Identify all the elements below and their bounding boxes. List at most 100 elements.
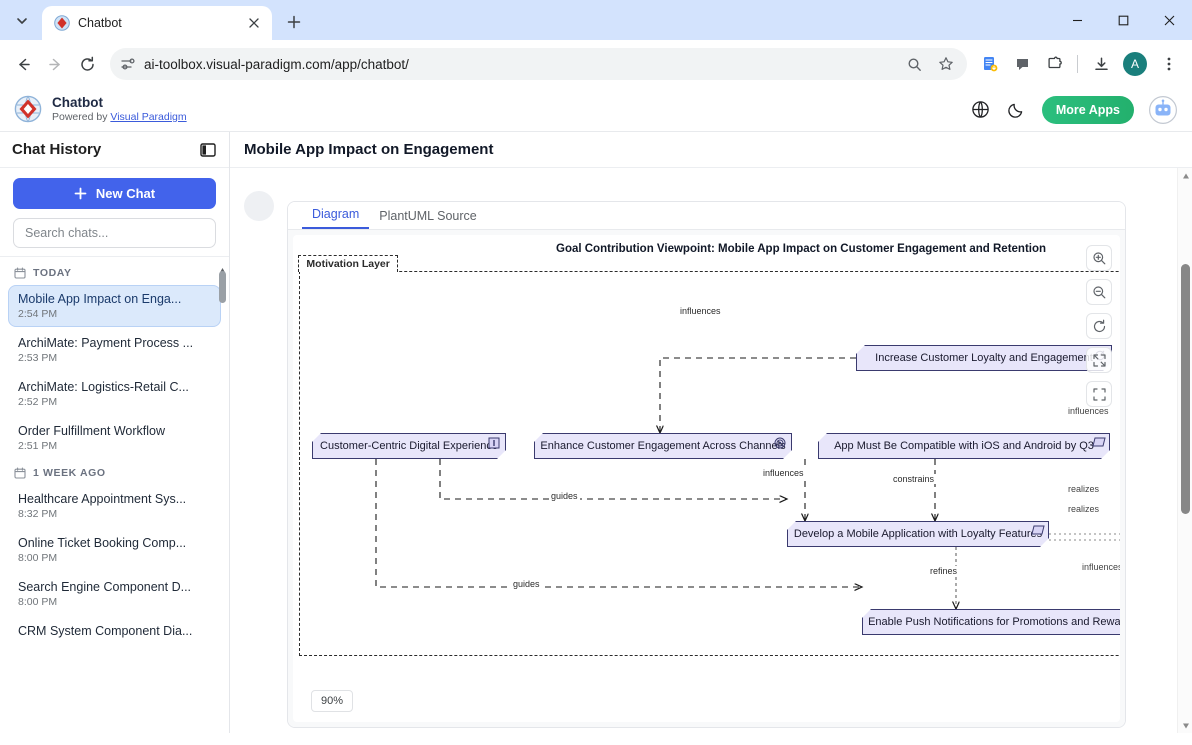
sidebar: Chat History New Chat TODAY xyxy=(0,132,230,733)
diagram-node-requirement-develop[interactable]: Develop a Mobile Application with Loyalt… xyxy=(787,521,1049,547)
chat-history-item[interactable]: ArchiMate: Logistics-Retail C... 2:52 PM xyxy=(8,373,221,415)
chat-item-title: CRM System Component Dia... xyxy=(18,624,193,638)
tab-plantuml-source[interactable]: PlantUML Source xyxy=(379,209,477,223)
comment-icon[interactable] xyxy=(1007,49,1037,79)
conversation-scrollbar[interactable] xyxy=(1177,168,1192,733)
principle-icon xyxy=(488,437,500,449)
message-composer xyxy=(0,733,1192,745)
tab-strip: Chatbot xyxy=(0,0,1192,40)
window-controls xyxy=(1054,0,1192,40)
conversation-area: Diagram PlantUML Source Goal Contributio… xyxy=(230,168,1192,733)
more-apps-button[interactable]: More Apps xyxy=(1041,95,1134,124)
download-icon[interactable] xyxy=(1086,49,1116,79)
reading-mode-icon[interactable] xyxy=(975,49,1005,79)
chat-group-header-today: TODAY xyxy=(0,261,229,283)
node-label: Enhance Customer Engagement Across Chann… xyxy=(540,440,786,452)
zoom-level-badge[interactable]: 90% xyxy=(311,690,354,712)
edge-label-influences-1: influences xyxy=(678,306,723,316)
window-maximize-button[interactable] xyxy=(1100,0,1146,40)
chat-history-item[interactable]: Online Ticket Booking Comp... 8:00 PM xyxy=(8,529,221,571)
chat-history-item[interactable]: Order Fulfillment Workflow 2:51 PM xyxy=(8,417,221,459)
app-brand[interactable]: Chatbot Powered by Visual Paradigm xyxy=(14,95,187,124)
app-subtitle: Powered by Visual Paradigm xyxy=(52,111,187,124)
diagram-node-outcome[interactable]: Increase Customer Loyalty and Engagement xyxy=(856,345,1112,371)
powered-by-text: Powered by xyxy=(52,110,111,123)
node-label: Increase Customer Loyalty and Engagement xyxy=(875,352,1093,364)
tab-close-icon[interactable] xyxy=(244,13,264,33)
window-minimize-button[interactable] xyxy=(1054,0,1100,40)
diagram-node-requirement-compat[interactable]: App Must Be Compatible with iOS and Andr… xyxy=(818,433,1110,459)
node-label: App Must Be Compatible with iOS and Andr… xyxy=(834,440,1094,452)
diagram-viewport[interactable]: Goal Contribution Viewpoint: Mobile App … xyxy=(288,230,1125,727)
motivation-layer-group: Motivation Layer xyxy=(298,255,1120,656)
sidebar-title: Chat History xyxy=(12,141,102,158)
chatbot-avatar-icon[interactable] xyxy=(1148,95,1178,125)
node-label: Develop a Mobile Application with Loyalt… xyxy=(793,528,1043,540)
chat-history-item[interactable]: CRM System Component Dia... xyxy=(8,617,221,645)
visual-paradigm-link[interactable]: Visual Paradigm xyxy=(110,110,187,123)
chat-item-time: 2:53 PM xyxy=(18,352,58,364)
chat-history-item[interactable]: Search Engine Component D... 8:00 PM xyxy=(8,573,221,615)
scroll-up-arrow-icon[interactable] xyxy=(1178,168,1192,183)
chat-history-list[interactable]: TODAY Mobile App Impact on Enga... 2:54 … xyxy=(0,257,229,733)
app-body: Chat History New Chat TODAY xyxy=(0,132,1192,733)
back-arrow-icon[interactable] xyxy=(8,49,38,79)
sidebar-actions: New Chat xyxy=(0,168,229,257)
globe-icon[interactable] xyxy=(970,99,992,121)
sidebar-scrollbar[interactable] xyxy=(219,261,226,459)
edge-label-influences-3: influences xyxy=(1082,562,1120,572)
address-bar[interactable]: ai-toolbox.visual-paradigm.com/app/chatb… xyxy=(110,48,967,80)
tab-search-icon[interactable] xyxy=(8,7,36,35)
chat-history-item[interactable]: Mobile App Impact on Enga... 2:54 PM xyxy=(8,285,221,327)
fit-to-screen-icon[interactable] xyxy=(1086,381,1112,407)
app-title: Chatbot xyxy=(52,95,103,111)
diagram-node-requirement-push[interactable]: Enable Push Notifications for Promotions… xyxy=(862,609,1120,635)
chat-item-title: Mobile App Impact on Enga... xyxy=(18,292,182,306)
chat-item-time: 8:32 PM xyxy=(18,508,58,520)
diagram-canvas[interactable]: Goal Contribution Viewpoint: Mobile App … xyxy=(293,235,1120,722)
new-tab-button[interactable] xyxy=(280,8,308,36)
browser-chrome: Chatbot xyxy=(0,0,1192,88)
zoom-in-icon[interactable] xyxy=(1086,245,1112,271)
search-icon[interactable] xyxy=(899,49,929,79)
plus-icon xyxy=(74,187,87,200)
edge-label-guides-1: guides xyxy=(549,491,580,501)
artifact-tab-bar: Diagram PlantUML Source xyxy=(288,202,1125,230)
extensions-puzzle-icon[interactable] xyxy=(1039,49,1069,79)
chat-history-item[interactable]: ArchiMate: Payment Process ... 2:53 PM xyxy=(8,329,221,371)
tab-diagram[interactable]: Diagram xyxy=(302,207,370,229)
profile-avatar[interactable]: A xyxy=(1123,52,1147,76)
diagram-title: Goal Contribution Viewpoint: Mobile App … xyxy=(556,243,1047,255)
reload-icon[interactable] xyxy=(72,49,102,79)
reset-zoom-icon[interactable] xyxy=(1086,313,1112,339)
chat-history-item[interactable]: Healthcare Appointment Sys... 8:32 PM xyxy=(8,485,221,527)
conversation-scroll-thumb[interactable] xyxy=(1181,264,1190,514)
requirement-icon xyxy=(1092,437,1104,449)
browser-tab[interactable]: Chatbot xyxy=(42,6,272,40)
three-dot-menu-icon[interactable] xyxy=(1154,49,1184,79)
new-chat-label: New Chat xyxy=(95,186,156,201)
sidebar-scroll-thumb[interactable] xyxy=(219,271,226,303)
diagram-node-goal[interactable]: Enhance Customer Engagement Across Chann… xyxy=(534,433,792,459)
motivation-layer-label: Motivation Layer xyxy=(298,255,398,272)
diagram-node-principle[interactable]: Customer-Centric Digital Experience xyxy=(312,433,506,459)
node-label: Enable Push Notifications for Promotions… xyxy=(868,616,1120,628)
new-chat-button[interactable]: New Chat xyxy=(13,178,216,209)
forward-arrow-icon[interactable] xyxy=(40,49,70,79)
search-input[interactable] xyxy=(13,218,216,248)
main-content: Mobile App Impact on Engagement Diagram … xyxy=(230,132,1192,733)
site-settings-icon[interactable] xyxy=(120,56,136,72)
chat-item-title: Online Ticket Booking Comp... xyxy=(18,536,187,550)
fullscreen-icon[interactable] xyxy=(1086,347,1112,373)
scroll-up-icon[interactable] xyxy=(219,261,226,273)
moon-icon[interactable] xyxy=(1006,99,1028,121)
requirement-icon xyxy=(1031,525,1043,537)
zoom-out-icon[interactable] xyxy=(1086,279,1112,305)
window-close-button[interactable] xyxy=(1146,0,1192,40)
scroll-down-arrow-icon[interactable] xyxy=(1178,718,1192,733)
chat-item-title: Healthcare Appointment Sys... xyxy=(18,492,187,506)
panel-collapse-icon[interactable] xyxy=(199,141,217,159)
chat-item-time: 2:51 PM xyxy=(18,440,58,452)
bookmark-star-icon[interactable] xyxy=(931,49,961,79)
chat-item-title: ArchiMate: Payment Process ... xyxy=(18,336,194,350)
